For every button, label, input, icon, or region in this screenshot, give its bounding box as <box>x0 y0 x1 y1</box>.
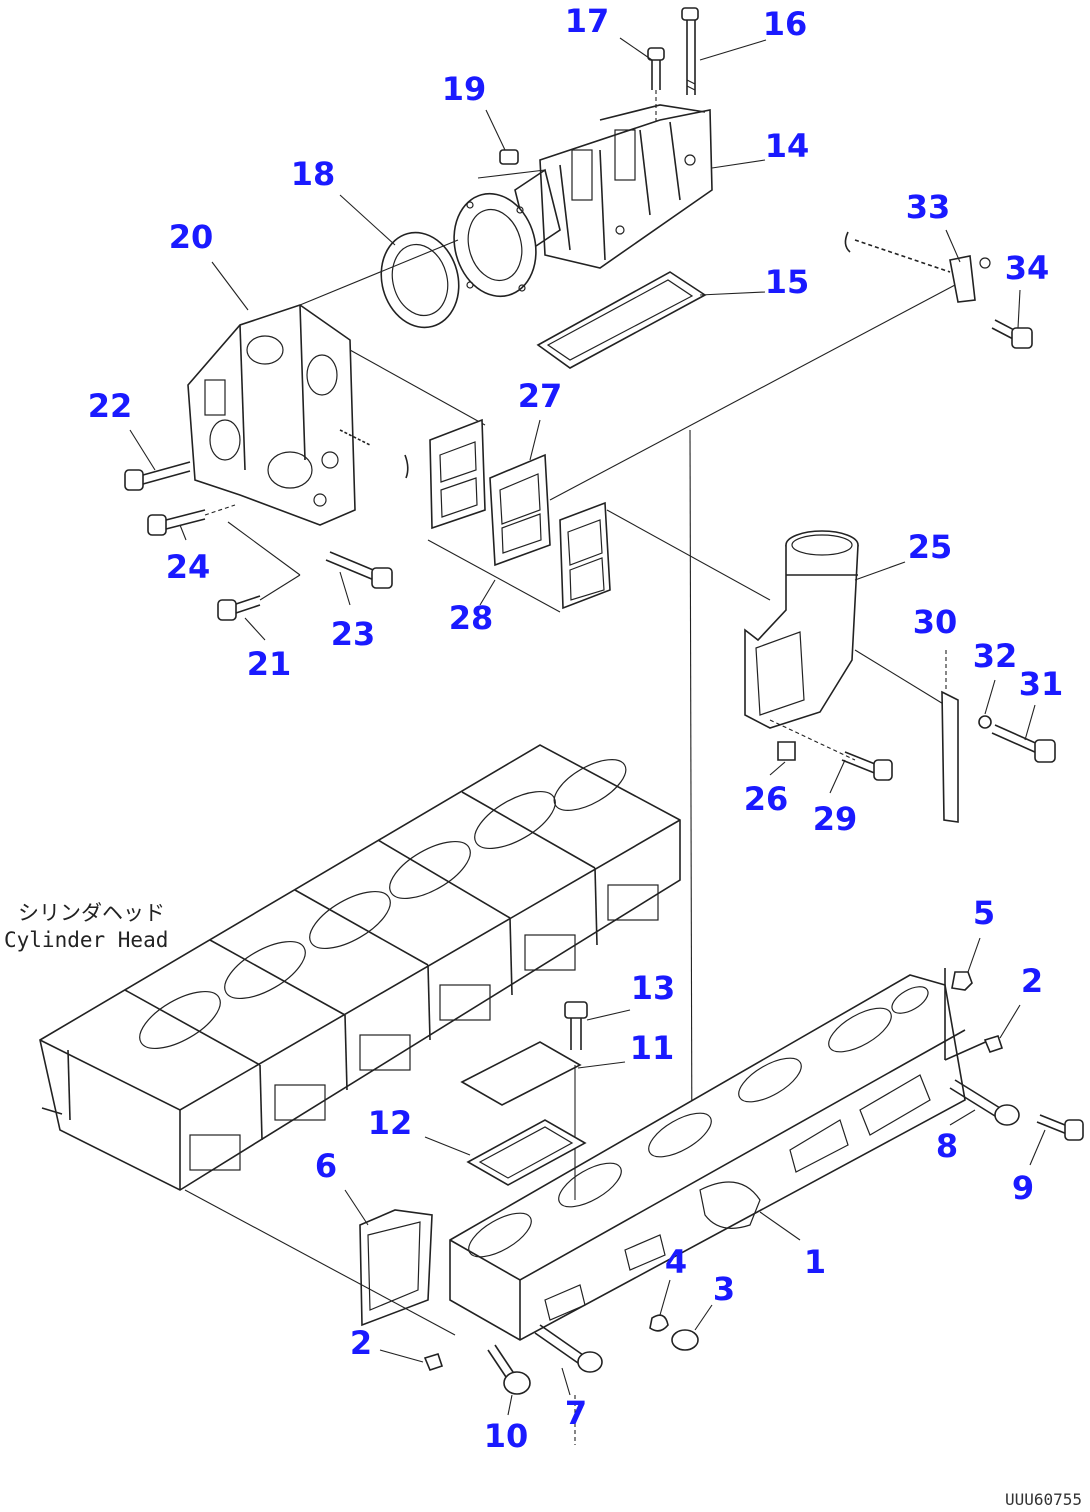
callout-5[interactable]: 5 <box>973 894 995 932</box>
gasket-18 <box>299 231 460 329</box>
leader-lines <box>129 37 1046 1416</box>
callout-16[interactable]: 16 <box>763 5 808 43</box>
callout-30[interactable]: 30 <box>913 603 958 641</box>
callout-11[interactable]: 11 <box>630 1029 675 1067</box>
callout-8[interactable]: 8 <box>936 1127 958 1165</box>
gasket-15 <box>536 271 707 369</box>
bolt-8 <box>949 1079 1020 1126</box>
callouts: 17 16 19 14 18 20 33 34 15 22 27 25 24 2… <box>88 2 1064 1455</box>
bolt-21 <box>217 574 301 621</box>
gasket-left-28 <box>429 418 486 530</box>
callout-31[interactable]: 31 <box>1019 665 1064 703</box>
nut-3 <box>671 1329 699 1351</box>
callout-33[interactable]: 33 <box>906 188 951 226</box>
outlet-flange <box>453 192 537 298</box>
callout-14[interactable]: 14 <box>765 127 810 165</box>
bolt-31 <box>991 724 1056 763</box>
bracket-30 <box>941 650 959 823</box>
elbow-25 <box>744 530 946 761</box>
plug-2-lower <box>423 1353 444 1371</box>
callout-32[interactable]: 32 <box>973 637 1018 675</box>
callout-2-upper[interactable]: 2 <box>1021 962 1043 1000</box>
callout-20[interactable]: 20 <box>169 218 214 256</box>
callout-10[interactable]: 10 <box>484 1417 529 1455</box>
callout-2-lower[interactable]: 2 <box>350 1324 372 1362</box>
nut-5 <box>951 971 973 991</box>
callout-6[interactable]: 6 <box>315 1147 337 1185</box>
washer-32 <box>978 715 992 729</box>
gasket-right-28 <box>427 501 771 613</box>
callout-9[interactable]: 9 <box>1012 1169 1034 1207</box>
bolt-9 <box>1036 1114 1084 1141</box>
callout-3[interactable]: 3 <box>713 1270 735 1308</box>
drawing-code: UUU60755 <box>1005 1490 1082 1509</box>
plug-4 <box>649 1314 669 1332</box>
caption-en: Cylinder Head <box>4 928 168 952</box>
bolt-23 <box>227 521 393 589</box>
bolt-13 <box>564 1001 588 1050</box>
plug-2-upper <box>983 1035 1004 1053</box>
callout-15[interactable]: 15 <box>765 263 810 301</box>
callout-26[interactable]: 26 <box>744 780 789 818</box>
callout-7[interactable]: 7 <box>565 1394 587 1432</box>
gasket-6 <box>184 1189 456 1336</box>
callout-25[interactable]: 25 <box>908 528 953 566</box>
bolt-17 <box>647 47 665 140</box>
callout-1[interactable]: 1 <box>804 1243 826 1281</box>
callout-28[interactable]: 28 <box>449 599 494 637</box>
callout-34[interactable]: 34 <box>1005 249 1050 287</box>
bolt-22 <box>124 461 191 491</box>
connector-20 <box>187 304 486 526</box>
bolt-29 <box>841 751 893 781</box>
callout-19[interactable]: 19 <box>442 70 487 108</box>
cover-11 <box>460 1041 582 1200</box>
bolt-10 <box>487 1344 531 1395</box>
plug-26 <box>777 741 796 761</box>
bolt-16 <box>681 7 699 95</box>
callout-27[interactable]: 27 <box>518 377 563 415</box>
bracket-33 <box>844 231 991 303</box>
pin-small <box>404 454 409 479</box>
callout-18[interactable]: 18 <box>291 155 336 193</box>
bolt-7 <box>534 1324 603 1445</box>
callout-12[interactable]: 12 <box>368 1104 413 1142</box>
callout-29[interactable]: 29 <box>813 800 858 838</box>
callout-21[interactable]: 21 <box>247 645 292 683</box>
caption-jp: シリンダヘッド <box>18 901 165 925</box>
intake-manifold-1 <box>449 968 991 1341</box>
callout-22[interactable]: 22 <box>88 387 133 425</box>
bolt-24 <box>147 504 236 536</box>
plate-27 <box>489 284 956 567</box>
gasket-12 <box>466 1119 587 1186</box>
alignment-line <box>689 429 693 1181</box>
aftercooler-14 <box>514 104 713 269</box>
bolt-34 <box>991 319 1033 349</box>
plug-line <box>339 429 371 446</box>
callout-24[interactable]: 24 <box>166 548 211 586</box>
plug-19 <box>477 149 546 179</box>
callout-17[interactable]: 17 <box>565 2 610 40</box>
cylinder-heads <box>39 744 681 1191</box>
callout-13[interactable]: 13 <box>631 969 676 1007</box>
callout-4[interactable]: 4 <box>665 1243 687 1281</box>
callout-23[interactable]: 23 <box>331 615 376 653</box>
